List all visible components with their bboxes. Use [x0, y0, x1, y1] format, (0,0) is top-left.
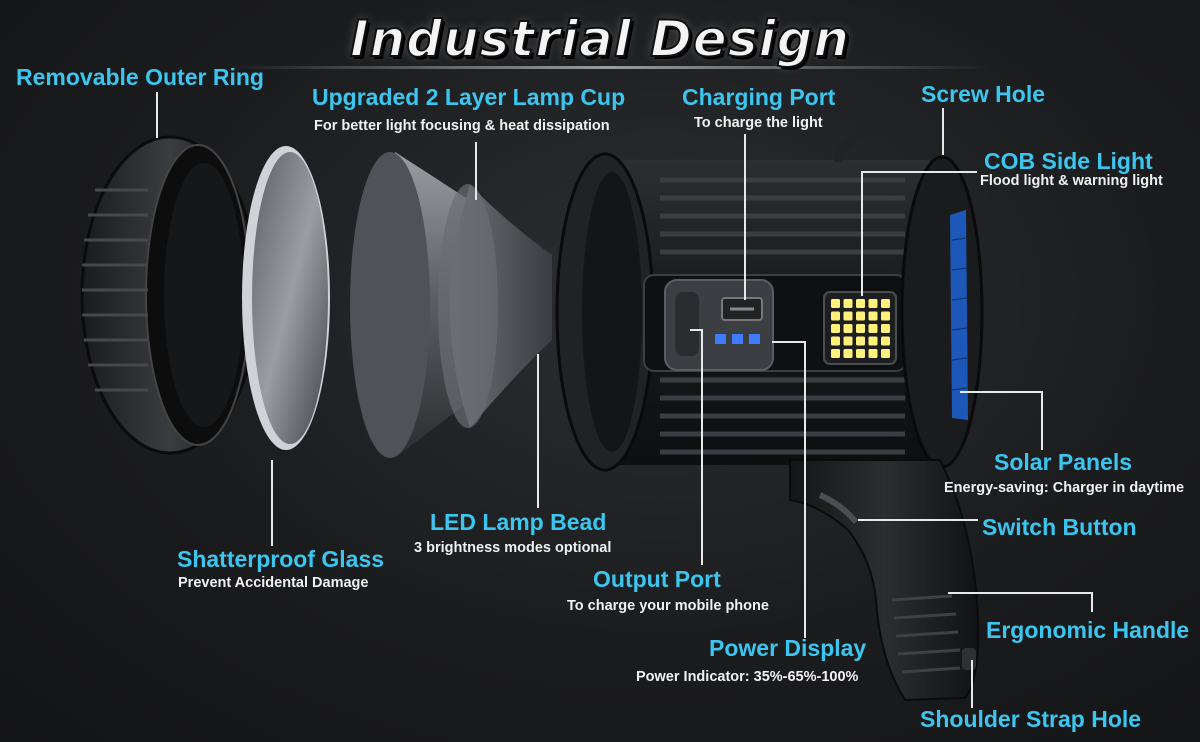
cob-led-dot [868, 349, 878, 358]
label-shatterproof-glass: Shatterproof Glass [177, 546, 385, 572]
cob-led-dot [831, 324, 840, 333]
label-switch-button: Switch Button [982, 514, 1137, 540]
cob-led-dot [843, 336, 853, 346]
cob-led-dot [856, 299, 865, 308]
sublabel-lamp-cup: For better light focusing & heat dissipa… [314, 118, 610, 134]
sublabel-charging-port: To charge the light [694, 115, 823, 131]
label-power-display: Power Display [709, 635, 867, 661]
cob-led-dot [868, 336, 878, 346]
sublabel-power-display: Power Indicator: 35%-65%-100% [636, 669, 859, 685]
cob-led-dot [843, 349, 853, 358]
cob-led-dot [868, 311, 878, 321]
cob-led-dot [843, 311, 853, 321]
cob-led-dot [881, 324, 890, 333]
cob-led-dot [881, 311, 890, 321]
sublabel-solar-panels: Energy-saving: Charger in daytime [944, 480, 1185, 496]
callout-lines [156, 92, 1093, 708]
lamp-cup-part [350, 152, 552, 458]
label-charging-port: Charging Port [682, 84, 836, 110]
cob-led-dot [831, 336, 840, 346]
cob-led-dot [843, 299, 853, 308]
label-cob-light: COB Side Light [984, 148, 1153, 174]
label-output-port: Output Port [593, 566, 721, 592]
cob-led-dot [831, 349, 840, 358]
label-lamp-cup: Upgraded 2 Layer Lamp Cup [312, 84, 626, 110]
page-title: Industrial Design [349, 9, 851, 69]
label-solar-panels: Solar Panels [994, 449, 1133, 475]
ergonomic-handle-part [789, 459, 980, 702]
label-led-lamp-bead: LED Lamp Bead [430, 509, 607, 535]
cob-led-dot [868, 324, 878, 333]
label-shoulder-strap-hole: Shoulder Strap Hole [920, 706, 1142, 732]
cob-led-dot [856, 336, 865, 346]
cob-led-dot [856, 324, 865, 333]
outer-ring-part [80, 135, 260, 455]
label-screw-hole: Screw Hole [921, 81, 1045, 107]
cob-led-dot [881, 336, 890, 346]
indicator-light [715, 334, 726, 344]
indicator-light [732, 334, 743, 344]
shatterproof-glass-part [242, 146, 330, 450]
cob-led-dot [856, 349, 865, 358]
cob-led-grid [831, 299, 890, 358]
cob-led-dot [831, 299, 840, 308]
label-outer-ring: Removable Outer Ring [16, 64, 264, 90]
sublabel-cob-light: Flood light & warning light [980, 173, 1163, 189]
label-ergonomic-handle: Ergonomic Handle [986, 617, 1190, 643]
title-streak [230, 66, 990, 69]
solar-panel [950, 210, 968, 420]
cob-led-dot [856, 311, 865, 321]
cob-led-dot [881, 299, 890, 308]
cob-led-dot [831, 311, 840, 321]
indicator-light [749, 334, 760, 344]
cob-led-dot [881, 349, 890, 358]
sublabel-led-lamp-bead: 3 brightness modes optional [414, 540, 612, 556]
cob-led-dot [868, 299, 878, 308]
sublabel-shatterproof-glass: Prevent Accidental Damage [178, 575, 369, 591]
cob-led-dot [843, 324, 853, 333]
sublabel-output-port: To charge your mobile phone [567, 598, 769, 614]
flashlight-body [555, 127, 984, 472]
